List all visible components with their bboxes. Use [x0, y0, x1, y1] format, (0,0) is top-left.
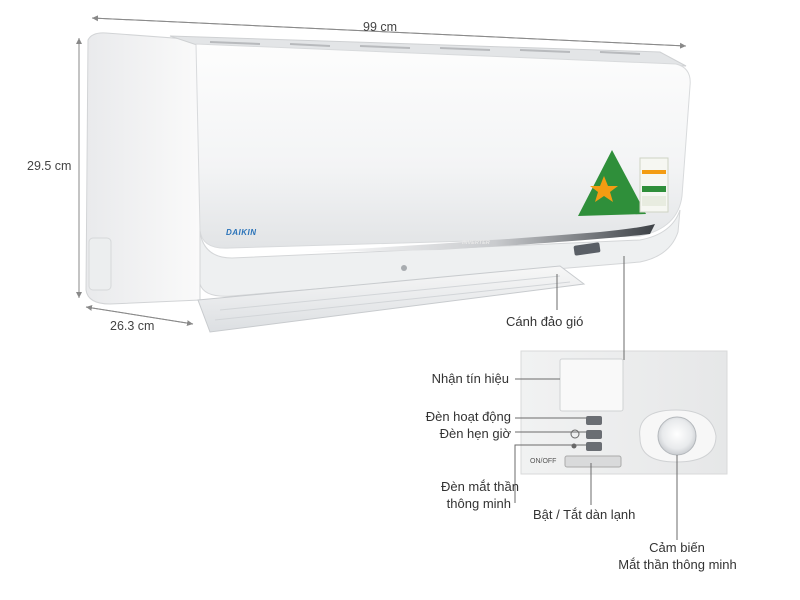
front-panel: [195, 43, 691, 249]
timer-icon: [570, 429, 580, 439]
label-sensor-line2: Mắt thần thông minh: [618, 557, 737, 572]
label-louver: Cánh đảo gió: [506, 314, 584, 329]
label-signal-receiver: Nhận tín hiệu: [431, 371, 509, 386]
label-on-off-switch: Bật / Tắt dàn lạnh: [533, 507, 636, 522]
label-smart-eye-lamp-line2: thông minh: [446, 496, 511, 511]
timer-lamp: [586, 430, 602, 439]
height-dimension-label: 29.5 cm: [27, 159, 72, 173]
smart-eye-lamp: [586, 442, 602, 451]
air-louver: [197, 265, 586, 333]
lower-body: [199, 209, 681, 297]
label-timer-lamp: Đèn hẹn giờ: [439, 426, 511, 441]
inverter-badge: INVERTER: [462, 240, 490, 246]
depth-dimension-line: [85, 304, 194, 327]
depth-dimension-label: 26.3 cm: [110, 319, 155, 333]
leader-lines: [514, 256, 678, 540]
width-dimension-line: [91, 15, 687, 49]
operation-lamp: [586, 416, 602, 425]
energy-star-label: [578, 150, 669, 216]
inverter-strip: [300, 224, 655, 252]
daikin-logo: DAIKIN: [226, 228, 257, 237]
control-panel-inset: [520, 350, 728, 475]
smart-eye-sensor: [657, 416, 697, 456]
on-off-switch[interactable]: [564, 455, 622, 468]
label-sensor-line1: Cảm biến: [649, 540, 705, 555]
label-operation-lamp: Đèn hoạt động: [425, 409, 511, 424]
signal-receiver-window: [559, 358, 624, 412]
receiver-window: [573, 242, 601, 256]
smart-eye-icon: [571, 443, 577, 449]
on-off-text: ON/OFF: [530, 458, 557, 465]
indoor-unit: [85, 32, 691, 333]
side-panel-detail: [88, 237, 112, 291]
label-smart-eye-lamp-line1: Đèn mắt thần: [440, 479, 519, 494]
width-dimension-label: 99 cm: [363, 20, 398, 34]
